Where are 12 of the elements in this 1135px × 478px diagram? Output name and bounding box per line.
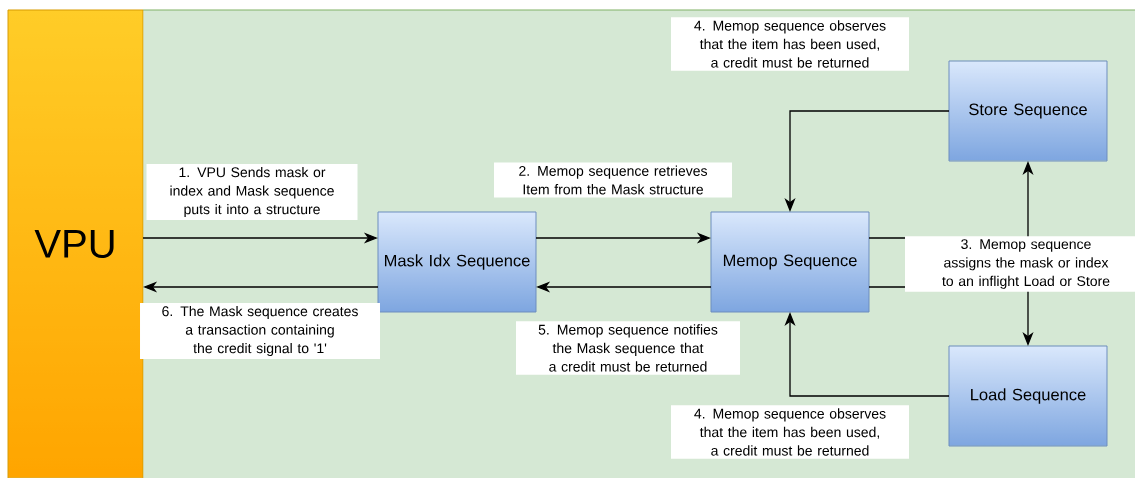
sequence-box: Memop Sequence bbox=[710, 211, 870, 313]
processor-block: VPU bbox=[7, 9, 144, 478]
edge-label: 1. VPU Sends mask or index and Mask sequence puts it into a structure bbox=[146, 163, 358, 220]
sequence-box: Load Sequence bbox=[948, 345, 1108, 447]
edge-label: 3. Memop sequence assigns the mask or index to an inflight Load or Store bbox=[905, 236, 1135, 292]
edge-label: 4. Memop sequence observes that the item has been used, a credit must be returned bbox=[671, 405, 909, 459]
edge-label: 4. Memop sequence observes that the item has been used, a credit must be returned bbox=[671, 17, 909, 71]
sequence-box: Store Sequence bbox=[948, 60, 1108, 162]
sequence-box: Mask Idx Sequence bbox=[377, 211, 537, 313]
edge-label: 6. The Mask sequence creates a transaction containing the credit signal to '1' bbox=[140, 302, 380, 359]
edge-label: 2. Memop sequence retrieves Item from the Mask structure bbox=[494, 162, 732, 198]
edge-label: 5. Memop sequence notifies the Mask sequence that a credit must be returned bbox=[516, 321, 740, 375]
